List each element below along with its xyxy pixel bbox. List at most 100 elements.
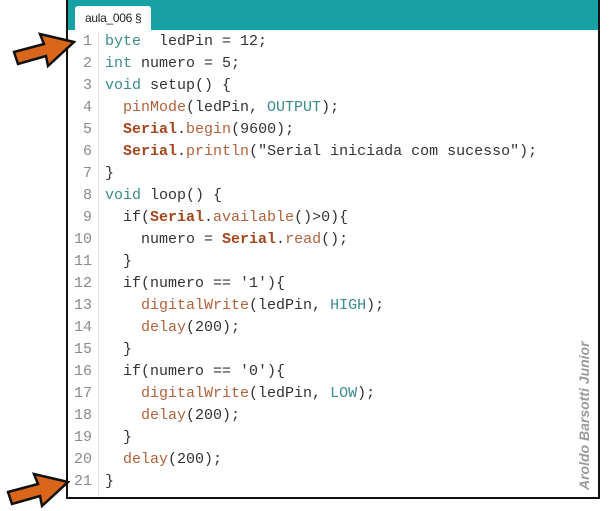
code-text: delay(200); bbox=[105, 317, 240, 339]
code-token: . bbox=[276, 231, 286, 248]
code-text: digitalWrite(ledPin, LOW); bbox=[105, 383, 375, 405]
line-number: 2 bbox=[82, 55, 92, 72]
code-text: } bbox=[105, 471, 114, 493]
arrow-pointer-line-21-icon bbox=[6, 472, 70, 509]
line-number: 4 bbox=[82, 99, 92, 116]
line-number: 15 bbox=[73, 341, 92, 358]
code-text: } bbox=[105, 163, 114, 185]
code-text: } bbox=[105, 251, 132, 273]
line-number: 21 bbox=[73, 473, 92, 490]
line-number: 10 bbox=[73, 231, 92, 248]
code-token: void bbox=[105, 187, 142, 204]
code-token bbox=[105, 143, 123, 160]
code-token: ); bbox=[321, 99, 340, 116]
line-number: 5 bbox=[82, 121, 92, 138]
code-line[interactable]: 10 numero = Serial.read(); bbox=[68, 229, 598, 251]
code-text: if(Serial.available()>0){ bbox=[105, 207, 348, 229]
code-token: pinMode bbox=[123, 99, 187, 116]
code-token: (200); bbox=[186, 319, 241, 336]
code-token: delay bbox=[141, 319, 187, 336]
code-text: int numero = 5; bbox=[105, 53, 240, 75]
code-line[interactable]: 19 } bbox=[68, 427, 598, 449]
code-token: } bbox=[105, 253, 133, 270]
arrow-pointer-line-1-icon bbox=[12, 32, 76, 69]
code-token bbox=[105, 407, 141, 424]
line-number: 14 bbox=[73, 319, 92, 336]
code-line[interactable]: 11 } bbox=[68, 251, 598, 273]
code-text: numero = Serial.read(); bbox=[105, 229, 348, 251]
code-token: Serial bbox=[150, 209, 205, 226]
code-token bbox=[105, 297, 141, 314]
code-line[interactable]: 16 if(numero == '0'){ bbox=[68, 361, 598, 383]
code-text: digitalWrite(ledPin, HIGH); bbox=[105, 295, 384, 317]
code-token: Serial bbox=[123, 143, 178, 160]
code-text: delay(200); bbox=[105, 449, 222, 471]
code-line[interactable]: 20 delay(200); bbox=[68, 449, 598, 471]
code-token: if(numero == '0'){ bbox=[105, 363, 286, 380]
line-number: 11 bbox=[73, 253, 92, 270]
code-token: (ledPin, bbox=[186, 99, 268, 116]
code-token: digitalWrite bbox=[141, 385, 250, 402]
code-token: (200); bbox=[186, 407, 241, 424]
code-line[interactable]: 2 int numero = 5; bbox=[68, 53, 598, 75]
code-text: } bbox=[105, 427, 132, 449]
tab-aula-006[interactable]: aula_006 § bbox=[75, 6, 152, 30]
line-number: 8 bbox=[82, 187, 92, 204]
code-token: } bbox=[105, 473, 115, 490]
code-token: ); bbox=[366, 297, 385, 314]
line-number: 6 bbox=[82, 143, 92, 160]
line-number: 13 bbox=[73, 297, 92, 314]
code-token: println bbox=[186, 143, 250, 160]
code-line[interactable]: 12 if(numero == '1'){ bbox=[68, 273, 598, 295]
code-token: Serial bbox=[222, 231, 277, 248]
line-number: 16 bbox=[73, 363, 92, 380]
code-line[interactable]: 18 delay(200); bbox=[68, 405, 598, 427]
code-line[interactable]: 7} bbox=[68, 163, 598, 185]
code-line[interactable]: 9 if(Serial.available()>0){ bbox=[68, 207, 598, 229]
code-text: if(numero == '1'){ bbox=[105, 273, 285, 295]
code-line[interactable]: 17 digitalWrite(ledPin, LOW); bbox=[68, 383, 598, 405]
code-token: HIGH bbox=[330, 297, 367, 314]
code-line[interactable]: 13 digitalWrite(ledPin, HIGH); bbox=[68, 295, 598, 317]
author-watermark: Aroldo Barsotti Junior bbox=[576, 341, 592, 490]
line-number: 7 bbox=[82, 165, 92, 182]
line-number: 1 bbox=[82, 33, 92, 50]
line-number: 3 bbox=[82, 77, 92, 94]
code-line[interactable]: 1 byte ledPin = 12; bbox=[68, 31, 598, 53]
code-token: ledPin = 12; bbox=[141, 33, 268, 50]
code-token: if( bbox=[105, 209, 151, 226]
code-token: if(numero == '1'){ bbox=[105, 275, 286, 292]
code-token: . bbox=[177, 121, 187, 138]
line-number: 9 bbox=[82, 209, 92, 226]
code-token: byte bbox=[105, 33, 142, 50]
code-token bbox=[105, 99, 123, 116]
code-line[interactable]: 15 } bbox=[68, 339, 598, 361]
code-token: ()>0){ bbox=[294, 209, 349, 226]
code-token: (); bbox=[321, 231, 349, 248]
code-token: . bbox=[177, 143, 187, 160]
code-token: Serial bbox=[123, 121, 178, 138]
code-token: ("Serial iniciada com sucesso"); bbox=[249, 143, 538, 160]
code-line[interactable]: 4 pinMode(ledPin, OUTPUT); bbox=[68, 97, 598, 119]
code-token: LOW bbox=[330, 385, 358, 402]
code-token: delay bbox=[141, 407, 187, 424]
code-text: if(numero == '0'){ bbox=[105, 361, 285, 383]
code-line[interactable]: 21} bbox=[68, 471, 598, 493]
code-line[interactable]: 5 Serial.begin(9600); bbox=[68, 119, 598, 141]
code-token: numero = bbox=[105, 231, 223, 248]
line-number: 17 bbox=[73, 385, 92, 402]
code-line[interactable]: 14 delay(200); bbox=[68, 317, 598, 339]
code-token: } bbox=[105, 341, 133, 358]
code-token: (ledPin, bbox=[249, 297, 331, 314]
line-number: 19 bbox=[73, 429, 92, 446]
code-token: OUTPUT bbox=[267, 99, 322, 116]
code-token: read bbox=[285, 231, 322, 248]
code-text: delay(200); bbox=[105, 405, 240, 427]
code-token: . bbox=[204, 209, 214, 226]
code-token bbox=[105, 385, 141, 402]
code-line[interactable]: 6 Serial.println("Serial iniciada com su… bbox=[68, 141, 598, 163]
code-token: begin bbox=[186, 121, 232, 138]
